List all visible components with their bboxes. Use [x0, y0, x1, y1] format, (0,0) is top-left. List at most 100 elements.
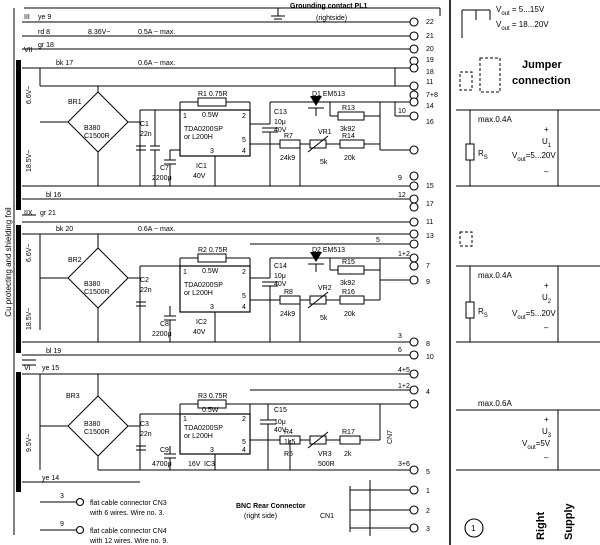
sec6-c-aux-val-1: 10μ — [274, 419, 286, 426]
jumper-line-1: Jumper — [522, 59, 562, 71]
supply-2-rs-sub: S — [484, 313, 488, 319]
grounding-contact — [24, 7, 441, 23]
sec6-bridge-part-1: B380 — [84, 421, 100, 428]
sec7-pot-val: 5k — [320, 159, 328, 166]
supply-2-max: max.0.4A — [478, 271, 512, 280]
sheet-number-circle — [464, 518, 484, 538]
bnc-side: (right side) — [244, 513, 277, 520]
supply-2-u-sub: 2 — [548, 299, 552, 305]
supply-2-vout-v: V — [512, 309, 518, 318]
supply-3-u: U3 — [542, 427, 552, 439]
section-iii-wiring — [22, 21, 410, 50]
sec8-c-out: C8 — [160, 321, 169, 328]
sec8-pin-1-2: 1+2 — [398, 251, 410, 258]
supply-2-u-main: U — [542, 293, 548, 302]
supply-1-plus: + — [544, 125, 549, 134]
sec8-current: 0.6A ~ max. — [138, 226, 175, 233]
section-vii-wiring — [22, 67, 410, 200]
sec7-c-in-val: 22n — [140, 131, 152, 138]
transformer-core-2 — [16, 225, 21, 353]
sec7-c-aux-val-2: 40V — [274, 127, 287, 134]
supply-2-vout-val: =5...20V — [526, 309, 557, 318]
sec7-wire-bottom: bl 16 — [46, 192, 61, 199]
section-iix-wiring — [22, 221, 410, 356]
sec6-roman: VI — [24, 365, 31, 372]
sec7-pin-17: 17 — [426, 201, 434, 208]
sec6-pin-5: 5 — [426, 469, 430, 476]
sec8-roman: IIX — [24, 210, 33, 217]
sec8-ic-2: or L200H — [184, 290, 213, 297]
supply-3-vout-sub: out — [527, 445, 536, 451]
supply-1-symbol — [456, 109, 600, 187]
supply-2-vout-sub: out — [517, 315, 526, 321]
sec6-pin-b: 2 — [242, 416, 246, 423]
sec6-res-top: R3 0.75R — [198, 393, 228, 400]
sec6-pin-e: 4 — [242, 447, 246, 454]
sec8-pin-9: 9 — [426, 279, 430, 286]
sec3-current: 0.5A ~ max. — [138, 29, 175, 36]
supply-1-rs-main: R — [478, 149, 484, 158]
legend-line-2b: with 12 wires. Wire no. 9. — [89, 538, 168, 545]
sec7-c-out: C7 — [160, 165, 169, 172]
sec6-c-out-val: 4700μ — [152, 461, 172, 468]
sec8-wire-gr: gr 21 — [40, 210, 56, 217]
sec7-bridge-part-1: B380 — [84, 125, 100, 132]
sec6-c-in: C3 — [140, 421, 149, 428]
sec8-pot-val: 5k — [320, 315, 328, 322]
section-vi-wiring — [22, 373, 410, 483]
supply-3-u-main: U — [542, 427, 548, 436]
sec3-pin-21: 21 — [426, 33, 434, 40]
sec8-c-aux-val-1: 10μ — [274, 273, 286, 280]
sec7-bridge: BR1 — [68, 99, 82, 106]
supply-1-u-sub: 1 — [548, 143, 552, 149]
sec6-pin-4: 4 — [426, 389, 430, 396]
sec8-c-aux: C14 — [274, 263, 287, 270]
sec6-c-in-val: 22n — [140, 431, 152, 438]
sec7-pin-7-8: 7+8 — [426, 92, 438, 99]
sec3-pin-20: 20 — [426, 46, 434, 53]
sec8-ic-v: 40V — [193, 329, 206, 336]
sec7-res-top-val: 0.5W — [202, 112, 219, 119]
sec3-voltage: 8.36V~ — [88, 29, 110, 36]
sec7-pin-d: 3 — [210, 148, 214, 155]
ic2-body — [179, 265, 251, 313]
sec7-res-top: R1 0.75R — [198, 91, 228, 98]
sec8-r-a: R8 — [284, 289, 293, 296]
sec8-res-top-val: 0.5W — [202, 268, 219, 275]
bnc-title: BNC Rear Connector — [236, 503, 306, 510]
sec7-diode: D1 EM513 — [312, 91, 345, 98]
sec7-r-a: R7 — [284, 133, 293, 140]
sec7-r-b-val: 3k92 — [340, 126, 355, 133]
sec6-pins — [409, 369, 419, 475]
transformer-core-1 — [16, 60, 21, 210]
supply-1-rs: RS — [478, 149, 488, 161]
supply-2-plus: + — [544, 281, 549, 290]
vout2-label: Vout = 18...20V — [496, 20, 549, 32]
sec8-c-in-val: 22n — [140, 287, 152, 294]
supply-2-rs: RS — [478, 307, 488, 319]
sec7-pin-c: 5 — [242, 137, 246, 144]
sec8-pin-8: 8 — [426, 341, 430, 348]
sec8-tap-bottom: 18.5V~ — [26, 308, 33, 330]
supply-3-max: max.0.6A — [478, 399, 512, 408]
sec8-wire-top: bk 20 — [56, 226, 73, 233]
sec8-pin-3: 3 — [398, 333, 402, 340]
sec6-pin-3-6: 3+6 — [398, 461, 410, 468]
sec8-bridge: BR2 — [68, 257, 82, 264]
sec7-r-c-val: 20k — [344, 155, 356, 162]
supply-1-u-main: U — [542, 137, 548, 146]
sec3-pin-22: 22 — [426, 19, 434, 26]
sec6-ic-2: or L200H — [184, 433, 213, 440]
sec8-pin-e: 4 — [242, 304, 246, 311]
sec7-pin-e: 4 — [242, 148, 246, 155]
vout1-label: Vout = 5...15V — [496, 5, 545, 17]
sec7-c-in: C1 — [140, 121, 149, 128]
supply-1-vout-sub: out — [517, 157, 526, 163]
sec7-r-a-val: 24k9 — [280, 155, 295, 162]
sec7-pin-a: 1 — [183, 113, 187, 120]
sec6-res-top-val: 0.5W — [202, 407, 219, 414]
